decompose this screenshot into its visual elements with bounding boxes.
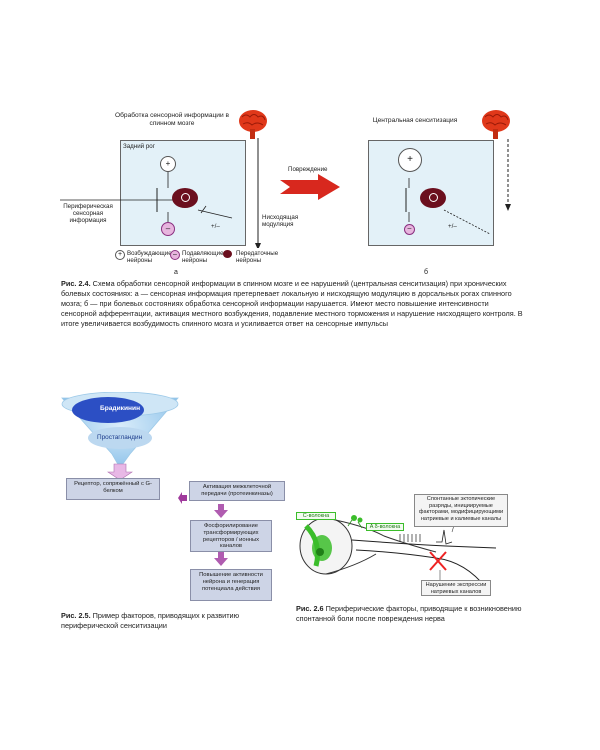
brain-icon-left xyxy=(239,110,267,139)
circuit-lines-a xyxy=(60,138,261,248)
figure-2-6-caption: Рис. 2.6 Периферические факторы, приводя… xyxy=(296,604,528,624)
spinal-cord-panel-a xyxy=(120,140,246,246)
fig25-graphics xyxy=(61,392,228,566)
left-title: Обработка сенсорной информации в спинном… xyxy=(115,112,229,127)
panel-label-a: а xyxy=(174,269,178,276)
caption-text: Периферические факторы, приводящие к воз… xyxy=(296,604,522,623)
legend-transmission-icon xyxy=(223,250,232,258)
plus-minus-a: +/– xyxy=(211,223,220,230)
prostaglandin-label: Простагландин xyxy=(97,434,143,441)
figure-2-5-caption: Рис. 2.5. Пример факторов, приводящих к … xyxy=(61,611,291,631)
caption-text: Схема обработки сенсорной информации в с… xyxy=(61,279,523,328)
transmission-neuron-a xyxy=(172,188,198,208)
caption-label: Рис. 2.6 xyxy=(296,604,324,613)
caption-label: Рис. 2.4. xyxy=(61,279,91,288)
figure-2-4-caption: Рис. 2.4. Схема обработки сенсорной инфо… xyxy=(61,279,526,329)
legend-inhibitory-label: Подавляющие нейроны xyxy=(182,250,224,264)
plus-minus-b: +/– xyxy=(448,223,457,230)
step-kinase-box: Активация межклеточной передачи (протеин… xyxy=(189,481,285,501)
legend-excitatory-label: Возбуждающие нейроны xyxy=(127,250,172,264)
excitatory-neuron-a: + xyxy=(160,156,176,172)
sodium-channel-box: Нарушение экспрессии натриевых каналов xyxy=(421,580,491,596)
inhibitory-neuron-b: – xyxy=(404,224,415,235)
injury-arrow-icon xyxy=(280,174,340,200)
spontaneous-discharges-box: Спонтанные эктопические разряды, инициир… xyxy=(414,494,508,527)
legend: + Возбуждающие нейроны – Подавляющие ней… xyxy=(115,249,279,279)
legend-inhibitory-icon: – xyxy=(170,250,180,260)
right-title: Центральная сенситизация xyxy=(372,117,458,124)
dorsal-horn-label: Задний рог xyxy=(123,143,155,150)
step-action-potential-box: Повышение активности нейрона и генерация… xyxy=(190,569,272,601)
caption-text: Пример факторов, приводящих к развитию п… xyxy=(61,611,240,630)
panel-label-b: б xyxy=(424,269,429,276)
caption-label: Рис. 2.5. xyxy=(61,611,91,620)
legend-excitatory-icon: + xyxy=(115,250,125,260)
brain-icon-right xyxy=(482,110,510,139)
circuit-lines-b xyxy=(405,138,511,235)
inhibitory-neuron-a: – xyxy=(161,222,175,236)
a-delta-fiber-label: A δ-волокна xyxy=(366,523,404,531)
transmission-neuron-b xyxy=(420,188,446,208)
receptor-box: Рецептор, сопряжённый с G-белком xyxy=(66,478,160,500)
c-fiber-label: C-волокна xyxy=(296,512,336,520)
legend-transmission-label: Передаточные нейроны xyxy=(236,250,279,264)
injury-label: Повреждение xyxy=(288,166,328,173)
excitatory-neuron-b: + xyxy=(398,148,422,172)
descending-modulation-label: Нисходящая модуляция xyxy=(262,214,299,228)
step-phosphorylation-box: Фосфорилирование трансформирующих рецепт… xyxy=(190,520,272,552)
bradykinin-label: Брадикинин xyxy=(100,405,141,412)
peripheral-input-label: Периферическая сенсорная информация xyxy=(63,203,113,224)
